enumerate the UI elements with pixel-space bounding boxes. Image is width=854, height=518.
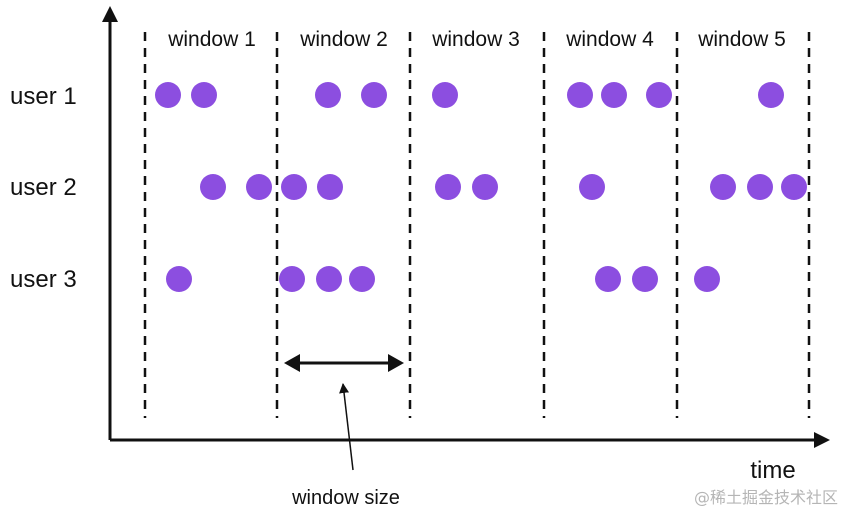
user-label: user 1 [10,83,77,110]
event-dot [435,174,461,200]
window-size-arrow [284,354,404,372]
event-dot [694,266,720,292]
event-dot [781,174,807,200]
event-dot [317,174,343,200]
window-label: window 4 [565,28,654,51]
user-label: user 3 [10,266,77,293]
event-dot [567,82,593,108]
event-dot [432,82,458,108]
event-dot [349,266,375,292]
event-dot [281,174,307,200]
event-dot [166,266,192,292]
event-dot [632,266,658,292]
window-boundaries [143,32,811,418]
y-axis-arrowhead [102,6,118,22]
event-dot [710,174,736,200]
event-dot [758,82,784,108]
event-dot [279,266,305,292]
event-dot [747,174,773,200]
event-dot [361,82,387,108]
event-dot [601,82,627,108]
window-label: window 3 [431,28,520,51]
event-dot [315,82,341,108]
window-label: window 5 [697,28,786,51]
time-axis-label: time [750,457,795,484]
event-dot [316,266,342,292]
window-label: window 2 [299,28,388,51]
event-dot [155,82,181,108]
user-label: user 2 [10,174,77,201]
user-3-events [166,266,720,292]
event-dot [200,174,226,200]
x-axis-arrowhead [814,432,830,448]
window-label: window 1 [167,28,256,51]
event-dot [579,174,605,200]
window-size-label: window size [291,487,400,509]
event-dot [191,82,217,108]
event-dot [472,174,498,200]
event-dot [646,82,672,108]
watermark: @稀土掘金技术社区 [694,488,838,507]
user-2-events [200,174,807,200]
user-1-events [155,82,784,108]
event-dot [595,266,621,292]
annotation-pointer [339,383,354,471]
event-dot [246,174,272,200]
